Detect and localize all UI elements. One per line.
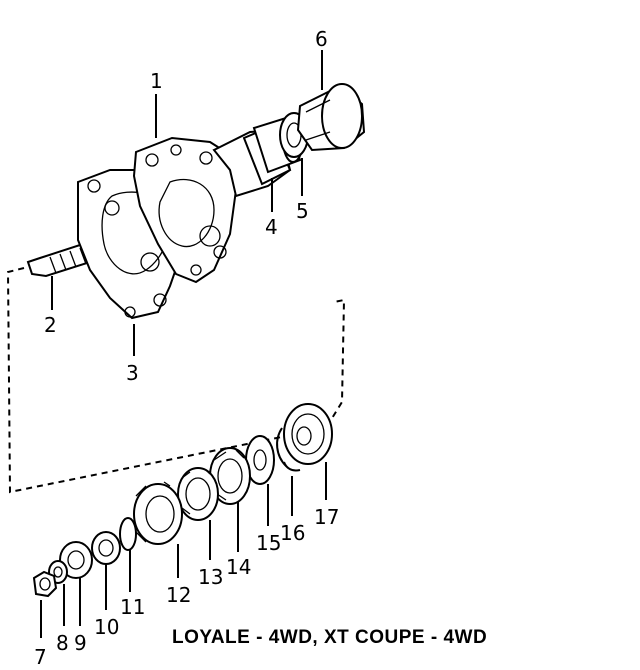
callout-14: 14: [226, 555, 251, 579]
callout-11: 11: [120, 595, 145, 619]
dust-cover: [296, 83, 366, 152]
callout-10: 10: [94, 615, 119, 639]
lock-nut: [32, 570, 58, 598]
leader-lines: [40, 50, 327, 638]
callout-13: 13: [198, 565, 223, 589]
callout-3: 3: [126, 361, 139, 385]
callout-2: 2: [44, 313, 57, 337]
callout-17: 17: [314, 505, 339, 529]
gear-stack: [32, 403, 333, 598]
snap-ring: [276, 427, 301, 472]
callout-8: 8: [56, 631, 69, 655]
callout-12: 12: [166, 583, 191, 607]
collar: [91, 531, 121, 565]
drive-gear: [177, 467, 219, 521]
needle-bearing: [59, 541, 93, 579]
spacer: [119, 517, 137, 551]
callout-15: 15: [256, 531, 281, 555]
phantom-outline: [6, 267, 346, 494]
diagram-caption: LOYALE - 4WD, XT COUPE - 4WD: [172, 627, 487, 648]
callout-16: 16: [280, 521, 305, 545]
callout-6: 6: [315, 27, 328, 51]
ball-bearing: [283, 403, 333, 465]
callout-9: 9: [74, 631, 87, 655]
reduction-gear: [133, 481, 183, 545]
callout-1: 1: [150, 69, 163, 93]
callout-5: 5: [296, 199, 309, 223]
extension-housing-assembly: [26, 83, 366, 320]
callout-7: 7: [34, 645, 47, 669]
callout-4: 4: [265, 215, 278, 239]
